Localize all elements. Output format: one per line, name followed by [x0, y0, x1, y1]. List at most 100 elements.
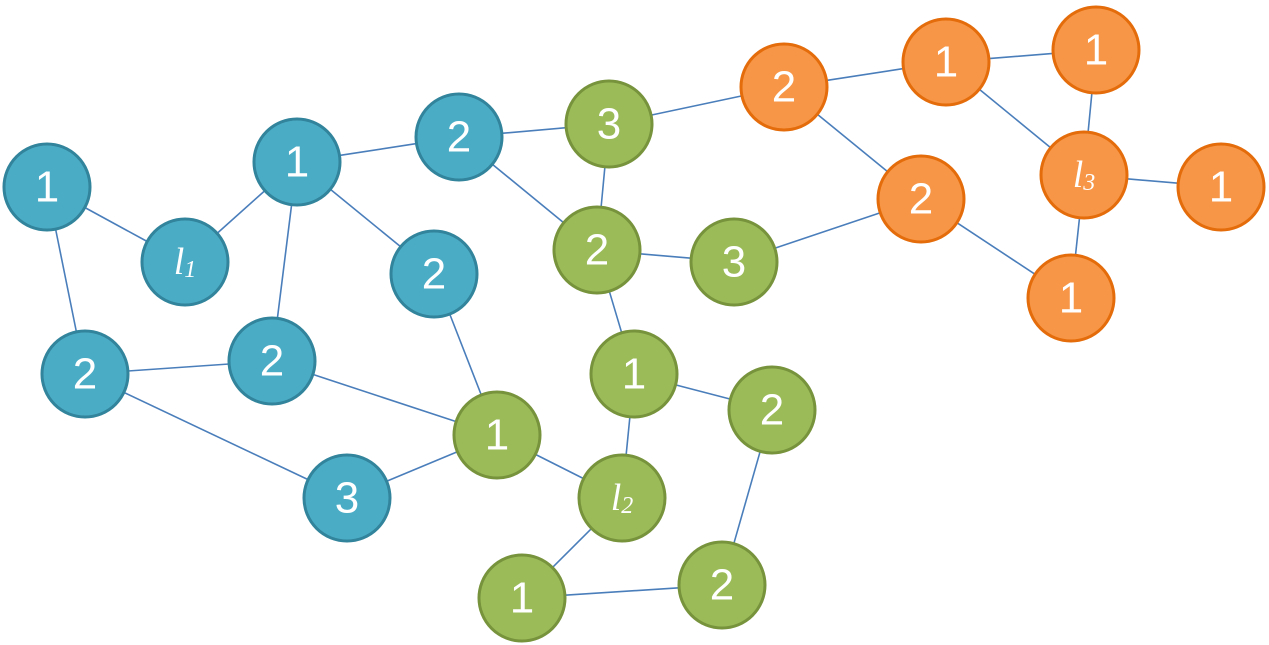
node-circle [389, 229, 479, 319]
node-g1b: 1 [452, 390, 542, 480]
node-circle [477, 553, 567, 643]
node-label: l3 [1073, 154, 1096, 196]
node-label: 1 [510, 574, 534, 623]
node-label: 1 [35, 163, 59, 212]
edge-b2left-b3 [123, 391, 309, 481]
node-label: 2 [909, 175, 933, 224]
edge-b2center-g1b [312, 373, 457, 423]
node-label: 2 [447, 113, 471, 162]
node-circle [1026, 253, 1116, 343]
node-circle [2, 142, 92, 232]
edge-o1a-o1b [988, 52, 1054, 60]
node-circle [1039, 130, 1129, 220]
edge-g2-g3 [639, 253, 692, 259]
node-g3: 3 [689, 217, 779, 307]
node-g3top: 3 [564, 79, 654, 169]
node-g2: 2 [552, 205, 642, 295]
node-circle [252, 117, 342, 207]
node-o1a: 1 [901, 17, 991, 107]
node-g1a: 1 [589, 329, 679, 419]
node-circle [564, 79, 654, 169]
node-b2center: 2 [227, 316, 317, 406]
edge-b1c-b2mid [329, 188, 402, 248]
edge-g2-g1a [608, 290, 623, 334]
node-circle [552, 205, 642, 295]
node-circle [140, 217, 230, 307]
node-circle [901, 17, 991, 107]
edge-b1-b2left [54, 228, 78, 333]
node-label: 2 [760, 386, 784, 435]
node-circle [577, 453, 667, 543]
node-circle [876, 154, 966, 244]
node-label: 2 [260, 337, 284, 386]
node-circle [227, 316, 317, 406]
node-circle [452, 390, 542, 480]
edge-b1c-b2top [339, 142, 417, 157]
node-b2left: 2 [40, 329, 130, 419]
node-circle [677, 540, 767, 630]
node-label: 2 [772, 63, 796, 112]
node-label: 1 [1209, 163, 1233, 212]
node-o2a: 2 [739, 42, 829, 132]
node-circle [727, 365, 817, 455]
node-b2top: 2 [414, 92, 504, 182]
edge-g2bot-g2r [733, 451, 761, 544]
node-label: 2 [73, 350, 97, 399]
edge-b2top-g2 [491, 163, 565, 224]
edge-b2top-g3top [501, 126, 567, 135]
edge-gI2-g1c [551, 527, 593, 569]
edge-o2a-o2b [816, 113, 889, 173]
edge-b2left-b2center [127, 363, 230, 372]
edge-layer [54, 52, 1179, 596]
edge-o1b-oI3 [1087, 92, 1093, 133]
edge-g3top-o2a [650, 95, 743, 116]
node-circle [40, 329, 130, 419]
node-label: 1 [285, 138, 309, 187]
edge-g3-o2b [774, 211, 881, 250]
edge-g1b-gI2 [535, 453, 584, 480]
edge-b1-bI1 [84, 206, 148, 243]
node-circle [689, 217, 779, 307]
node-label: 3 [722, 238, 746, 287]
edge-o2b-o1d [956, 222, 1036, 275]
node-label: l2 [611, 477, 634, 519]
node-label: 1 [622, 350, 646, 399]
node-o1c: 1 [1176, 142, 1266, 232]
node-circle [1051, 5, 1141, 95]
edge-g3top-g2 [600, 166, 606, 208]
edge-o2a-o1a [826, 67, 904, 82]
node-g2bot: 2 [677, 540, 767, 630]
node-b1c: 1 [252, 117, 342, 207]
node-label: 2 [422, 250, 446, 299]
edge-o1a-oI3 [978, 88, 1052, 149]
edge-g1c-g2bot [564, 587, 680, 596]
node-g1c: 1 [477, 553, 567, 643]
edge-oI3-o1d [1074, 217, 1081, 256]
node-label: 1 [485, 411, 509, 460]
node-g2r: 2 [727, 365, 817, 455]
node-label: 1 [1059, 274, 1083, 323]
node-circle [1176, 142, 1266, 232]
node-label: 2 [585, 226, 609, 275]
node-label: 2 [710, 561, 734, 610]
edge-oI3-o1c [1126, 178, 1179, 184]
node-b3: 3 [302, 453, 392, 543]
node-gI2: l2 [577, 453, 667, 543]
node-circle [414, 92, 504, 182]
edge-g1a-g2r [675, 384, 731, 400]
node-circle [739, 42, 829, 132]
node-label: 3 [597, 100, 621, 149]
node-label: 1 [934, 38, 958, 87]
edge-bI1-b1c [216, 190, 266, 234]
node-b1: 1 [2, 142, 92, 232]
node-label: 3 [335, 474, 359, 523]
edge-b2mid-g1b [448, 313, 483, 396]
node-circle [589, 329, 679, 419]
node-bI1: l1 [140, 217, 230, 307]
edge-b3-g1b [386, 450, 458, 483]
node-circle [302, 453, 392, 543]
node-label: 1 [1084, 26, 1108, 75]
node-label: l1 [174, 241, 197, 283]
node-layer: 1 l1 1 2 2 2 2 3 3 2 3 1 1 2 l2 1 2 2 1 1 l3 1 2 1 [2, 5, 1266, 643]
node-o1b: 1 [1051, 5, 1141, 95]
